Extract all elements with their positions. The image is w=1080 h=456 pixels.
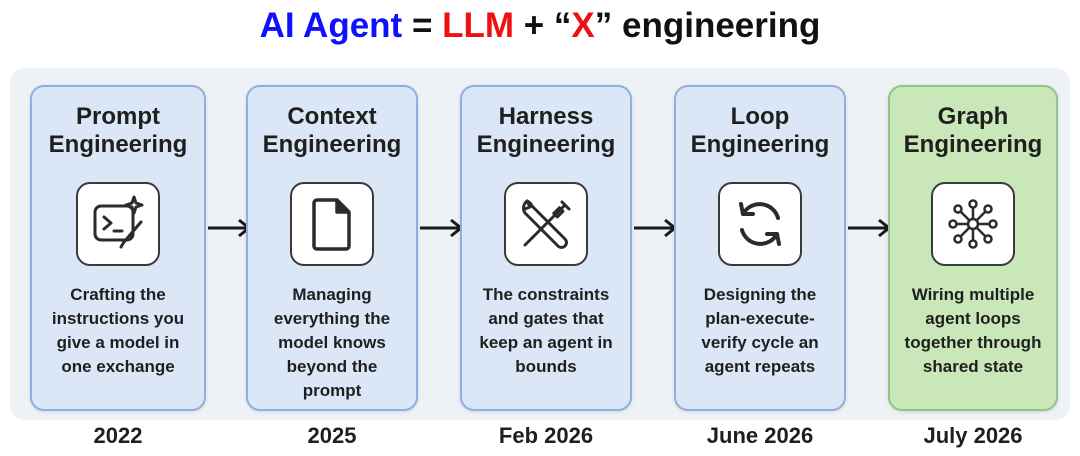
title-ai-agent: AI Agent bbox=[259, 6, 403, 45]
arrow-right-icon bbox=[848, 218, 892, 238]
stage-description: Crafting the instructions you give a mod… bbox=[40, 283, 196, 379]
stage-description-line: The constraints bbox=[482, 285, 610, 304]
stage-title-line: Loop bbox=[730, 103, 790, 130]
stage-title: Harness Engineering bbox=[462, 103, 630, 159]
stage-description-line: Wiring multiple bbox=[911, 285, 1035, 304]
stage-description-line: beyond the bbox=[286, 357, 378, 376]
title-engineering: ” engineering bbox=[594, 6, 821, 45]
stage-year: June 2026 bbox=[706, 423, 814, 448]
stage-description-line: model knows bbox=[278, 333, 386, 352]
stage-title: Context Engineering bbox=[248, 103, 416, 159]
stage-description-line: verify cycle an bbox=[701, 333, 819, 352]
stage-description-line: keep an agent in bbox=[479, 333, 613, 352]
stage-description-line: Crafting the bbox=[70, 285, 166, 304]
document-icon bbox=[290, 182, 374, 266]
stage-description: Wiring multiple agent loops together thr… bbox=[898, 283, 1048, 379]
stage-card-graph-engineering: Graph Engineering Wiring multiple agent … bbox=[888, 85, 1058, 411]
stage-description-line: everything the bbox=[273, 309, 391, 328]
stage-card-prompt-engineering: Prompt Engineering Crafting the instruct… bbox=[30, 85, 206, 411]
stage-description-line: Designing the bbox=[703, 285, 817, 304]
stage-description: Designing the plan-execute- verify cycle… bbox=[684, 283, 836, 379]
stage-year: Feb 2026 bbox=[498, 423, 594, 448]
title-x: X bbox=[571, 6, 595, 45]
stage-description-line: shared state bbox=[922, 357, 1024, 376]
title-plus: + “ bbox=[514, 6, 572, 45]
refresh-loop-icon bbox=[718, 182, 802, 266]
stage-description-line: and gates that bbox=[488, 309, 604, 328]
network-graph-icon bbox=[931, 182, 1015, 266]
arrow-right-icon bbox=[634, 218, 678, 238]
stage-title-line: Engineering bbox=[690, 131, 830, 158]
stage-description-line: instructions you bbox=[51, 309, 185, 328]
stage-card-harness-engineering: Harness Engineering The constraints and … bbox=[460, 85, 632, 411]
stage-description-line: give a model in bbox=[56, 333, 180, 352]
stage-card-loop-engineering: Loop Engineering Designing the plan-exec… bbox=[674, 85, 846, 411]
stage-year: July 2026 bbox=[923, 423, 1023, 448]
stage-title: Prompt Engineering bbox=[32, 103, 204, 159]
stage-title-line: Graph bbox=[937, 103, 1009, 130]
stage-description-line: Managing bbox=[292, 285, 372, 304]
stage-title: Loop Engineering bbox=[676, 103, 844, 159]
stage-title-line: Engineering bbox=[476, 131, 616, 158]
stage-description-line: agent loops bbox=[925, 309, 1021, 328]
stage-title-line: Harness bbox=[498, 103, 594, 130]
stage-description-line: prompt bbox=[302, 381, 362, 400]
stage-description-line: one exchange bbox=[61, 357, 175, 376]
page-title: AI Agent = LLM + “X” engineering bbox=[0, 6, 1080, 46]
stage-title-line: Engineering bbox=[903, 131, 1043, 158]
terminal-sparkle-icon bbox=[76, 182, 160, 266]
title-equals: = bbox=[402, 6, 443, 45]
stage-title-line: Prompt bbox=[76, 103, 160, 130]
wrench-screwdriver-icon bbox=[504, 182, 588, 266]
stage-description-line: bounds bbox=[515, 357, 577, 376]
stage-description: The constraints and gates that keep an a… bbox=[470, 283, 622, 379]
stage-title-line: Engineering bbox=[262, 131, 402, 158]
title-llm: LLM bbox=[442, 6, 515, 45]
stage-description-line: plan-execute- bbox=[705, 309, 815, 328]
stage-year: 2025 bbox=[307, 423, 357, 448]
stage-title: Graph Engineering bbox=[890, 103, 1056, 159]
stage-year: 2022 bbox=[93, 423, 143, 448]
stage-description: Managing everything the model knows beyo… bbox=[256, 283, 408, 403]
arrow-right-icon bbox=[420, 218, 464, 238]
stage-title-line: Context bbox=[287, 103, 377, 130]
stage-title-line: Engineering bbox=[48, 131, 188, 158]
stage-description-line: together through bbox=[904, 333, 1042, 352]
stage-description-line: agent repeats bbox=[704, 357, 816, 376]
stage-card-context-engineering: Context Engineering Managing everything … bbox=[246, 85, 418, 411]
